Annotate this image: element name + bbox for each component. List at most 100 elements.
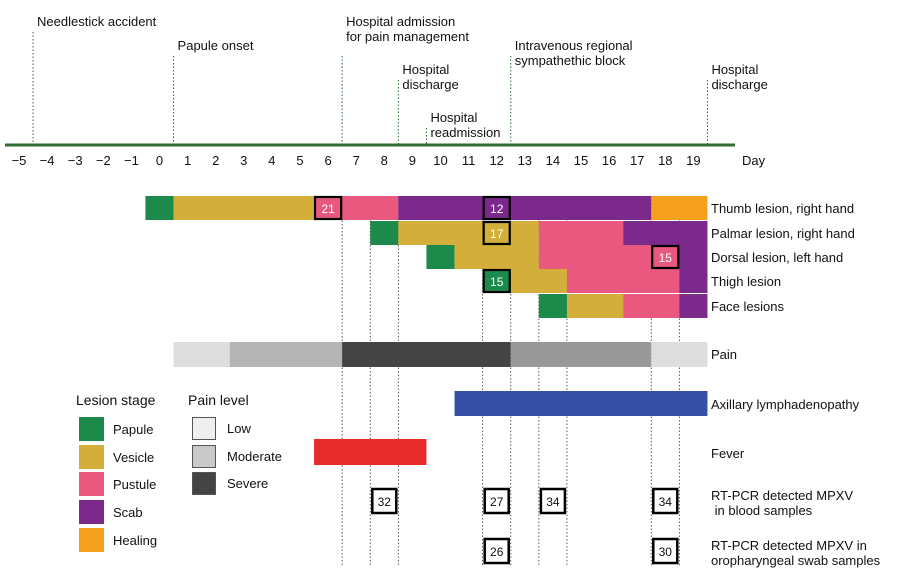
blood-sample-value: 34 <box>546 495 560 509</box>
lesion-box-value: 15 <box>490 275 504 289</box>
event-label: Needlestick accident <box>37 14 157 29</box>
tick-label: 2 <box>212 153 219 168</box>
legend-pain-label: Moderate <box>227 449 282 464</box>
blood-sample-box <box>539 487 567 515</box>
lesion-box-value: 12 <box>490 202 504 216</box>
pain-segment <box>229 342 343 367</box>
lesion-row-label: Dorsal lesion, left hand <box>711 250 844 265</box>
lesion-segment <box>454 245 539 269</box>
pain-label: Pain <box>711 347 738 362</box>
swab-sample-box <box>483 537 510 565</box>
lesion-segment <box>679 294 708 318</box>
lesion-segment <box>538 245 680 269</box>
legend-pain-label: Severe <box>227 476 269 491</box>
tick-label: 5 <box>296 153 303 168</box>
tick-label: 14 <box>546 153 560 168</box>
tick-label: 0 <box>156 153 163 168</box>
pain-segment <box>173 342 230 367</box>
pain-segment <box>651 342 708 367</box>
legend-lesion-swatch <box>79 528 104 552</box>
lesion-row-label: Face lesions <box>711 299 784 314</box>
blood-sample-box <box>483 487 510 515</box>
tick-label: 7 <box>353 153 360 168</box>
lesion-segment <box>651 196 708 220</box>
legend-pain-swatch <box>192 445 216 468</box>
legend-pain-swatch <box>192 472 216 495</box>
swab-sample-value: 30 <box>659 545 673 559</box>
event-label: Hospital discharge <box>402 62 459 92</box>
pain-segment <box>510 342 652 367</box>
lesion-segment <box>145 196 174 220</box>
lesion-segment <box>679 269 708 293</box>
lesion-box <box>313 195 343 221</box>
tick-label: −5 <box>12 153 27 168</box>
lymph-bar <box>454 391 708 416</box>
tick-label: 6 <box>324 153 331 168</box>
tick-label: −2 <box>96 153 111 168</box>
lesion-segment <box>482 269 511 293</box>
lesion-segment <box>398 196 652 220</box>
legend-lesion-label: Papule <box>113 422 154 437</box>
legend-lesion-swatch <box>79 417 104 441</box>
lesion-segment <box>173 196 315 220</box>
pain-segment <box>342 342 511 367</box>
lesion-row-label: Palmar lesion, right hand <box>711 226 855 241</box>
lesion-segment <box>566 269 680 293</box>
tick-label: −4 <box>40 153 55 168</box>
tick-label: −3 <box>68 153 83 168</box>
lesion-segment <box>566 294 624 318</box>
axis-label: Day <box>742 153 766 168</box>
legend-lesion-label: Pustule <box>113 477 157 492</box>
tick-label: −1 <box>124 153 139 168</box>
lesion-segment <box>623 294 680 318</box>
blood-label: RT-PCR detected MPXV in blood samples <box>711 488 854 518</box>
blood-sample-value: 27 <box>490 495 504 509</box>
blood-sample-value: 34 <box>659 495 673 509</box>
legend-lesion-label: Vesicle <box>113 450 155 465</box>
tick-label: 17 <box>630 153 644 168</box>
blood-sample-box <box>371 487 398 515</box>
event-label: Hospital discharge <box>711 62 768 92</box>
event-label: Intravenous regional sympathethic block <box>514 38 633 68</box>
lesion-box-value: 15 <box>659 251 673 265</box>
tick-label: 4 <box>268 153 275 168</box>
tick-label: 13 <box>518 153 532 168</box>
tick-label: 1 <box>184 153 191 168</box>
legend-pain-label: Low <box>227 421 251 436</box>
lesion-box-value: 17 <box>490 227 504 241</box>
event-label: Hospital readmission <box>430 110 501 140</box>
tick-label: 12 <box>489 153 503 168</box>
tick-label: 16 <box>602 153 616 168</box>
lesion-box <box>482 195 511 221</box>
lesion-segment <box>538 221 624 245</box>
swab-label: RT-PCR detected MPXV in oropharyngeal sw… <box>711 538 881 568</box>
event-label: Hospital admission for pain management <box>346 14 469 44</box>
lesion-segment <box>623 221 708 245</box>
tick-label: 19 <box>686 153 700 168</box>
tick-label: 9 <box>409 153 416 168</box>
lesion-segment <box>538 294 567 318</box>
lesion-box <box>482 268 511 294</box>
blood-sample-box <box>652 487 679 515</box>
lesion-segment <box>370 221 399 245</box>
tick-label: 11 <box>462 153 476 168</box>
fever-label: Fever <box>711 446 745 461</box>
lesion-segment <box>679 245 708 269</box>
legend-lesion-label: Scab <box>113 505 143 520</box>
swab-sample-value: 26 <box>490 545 504 559</box>
legend-lesion-title: Lesion stage <box>76 392 156 408</box>
legend-pain-swatch <box>192 417 216 440</box>
lesion-box <box>482 220 511 246</box>
tick-label: 15 <box>574 153 588 168</box>
legend-lesion-label: Healing <box>113 533 158 548</box>
legend-lesion-swatch <box>79 445 104 469</box>
fever-bar <box>314 439 427 465</box>
lesion-segment <box>314 196 399 220</box>
tick-label: 8 <box>381 153 388 168</box>
tick-label: 10 <box>433 153 447 168</box>
lesion-row-label: Thigh lesion <box>711 274 782 289</box>
blood-sample-value: 32 <box>378 495 392 509</box>
lesion-segment <box>510 269 567 293</box>
